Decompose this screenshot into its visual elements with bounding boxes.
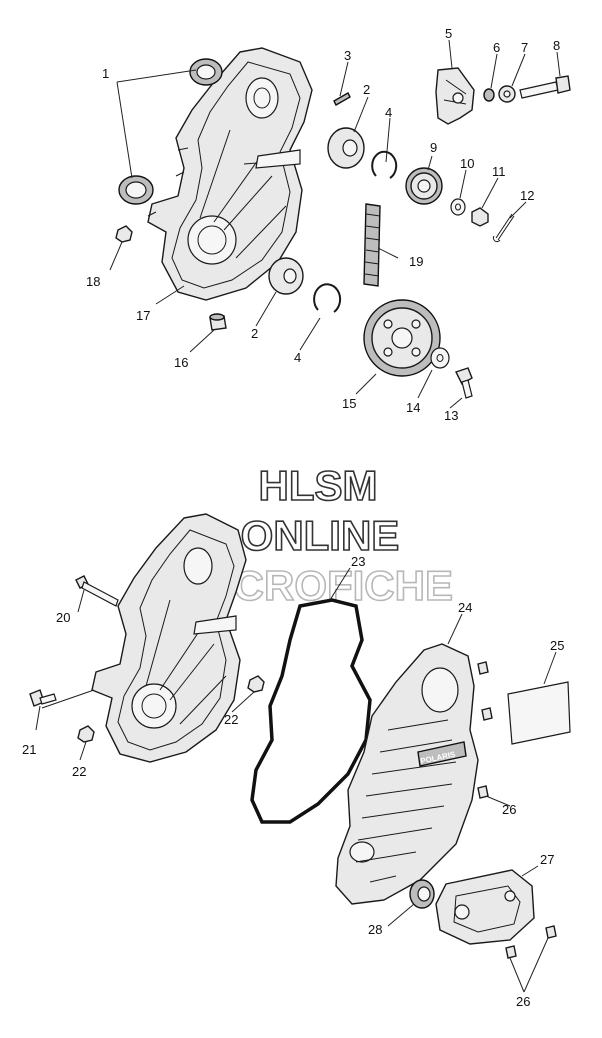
cotter-pin-12 [492,213,515,243]
callout-18: 18 [86,274,100,289]
callout-6: 6 [493,40,500,55]
nut-11 [471,207,489,227]
bolt-8 [519,75,571,99]
callout-22-left: 22 [72,764,86,779]
sprocket-15 [363,299,441,377]
callout-2-upper: 2 [363,82,370,97]
callout-7: 7 [521,40,528,55]
callout-13: 13 [444,408,458,423]
callouts-upper: 1 2 2 3 4 4 5 6 7 8 9 10 11 12 13 14 15 … [86,26,560,423]
chaincase-housing-lower [91,513,247,763]
plug-16 [209,313,227,331]
callout-12: 12 [520,188,534,203]
leader-lines-upper [109,39,561,409]
callout-27: 27 [540,852,554,867]
callout-8: 8 [553,38,560,53]
cover-bolts-26 [477,661,557,959]
callout-20: 20 [56,610,70,625]
callout-1: 1 [102,66,109,81]
washer-14 [430,347,450,369]
nut-22-left [77,725,95,743]
snap-ring-4-lower [313,283,342,313]
washer-6 [483,88,495,102]
cover-24: POLARIS [335,643,479,905]
callout-2-lower: 2 [251,326,258,341]
snap-ring-4-upper [371,150,398,179]
callout-10: 10 [460,156,474,171]
callout-22-right: 22 [224,712,238,727]
bolt-21 [29,689,57,707]
callout-4-lower: 4 [294,350,301,365]
callout-26-lower: 26 [516,994,530,1009]
bearing-2-upper [327,127,365,169]
spacer-7 [498,85,516,103]
washer-10 [450,198,466,216]
callout-9: 9 [430,140,437,155]
callout-15: 15 [342,396,356,411]
callout-17: 17 [136,308,150,323]
bolt-20 [75,575,119,607]
callout-16: 16 [174,355,188,370]
callout-21: 21 [22,742,36,757]
decal-25 [507,681,571,745]
callout-14: 14 [406,400,420,415]
bolt-13 [455,367,473,399]
callout-28: 28 [368,922,382,937]
watermark-line-1: HLSM [259,462,378,509]
watermark-line-2: ONLINE [241,512,400,559]
seal-1-lower [118,175,154,205]
nut-22-right [247,675,265,693]
callout-25: 25 [550,638,564,653]
callout-26-upper: 26 [502,802,516,817]
seal-28 [409,879,435,909]
seal-1-upper [189,58,223,86]
pin-3 [333,92,351,106]
chain-19 [363,203,381,287]
chaincase-housing-upper [147,47,313,301]
gasket-23 [250,598,372,824]
callout-19: 19 [409,254,423,269]
leader-lines-lower [35,567,557,993]
callout-11: 11 [492,164,506,179]
callout-24: 24 [458,600,472,615]
plug-18 [115,225,133,243]
callout-3: 3 [344,48,351,63]
sprocket-9 [405,167,443,205]
callout-4-upper: 4 [385,105,392,120]
tensioner-5 [435,67,475,125]
callouts-lower: 20 21 22 22 23 24 25 26 26 27 28 [22,554,564,1009]
callout-23: 23 [351,554,365,569]
bearing-2-lower [268,257,304,295]
callout-5: 5 [445,26,452,41]
bearing-cover-27 [435,869,535,945]
